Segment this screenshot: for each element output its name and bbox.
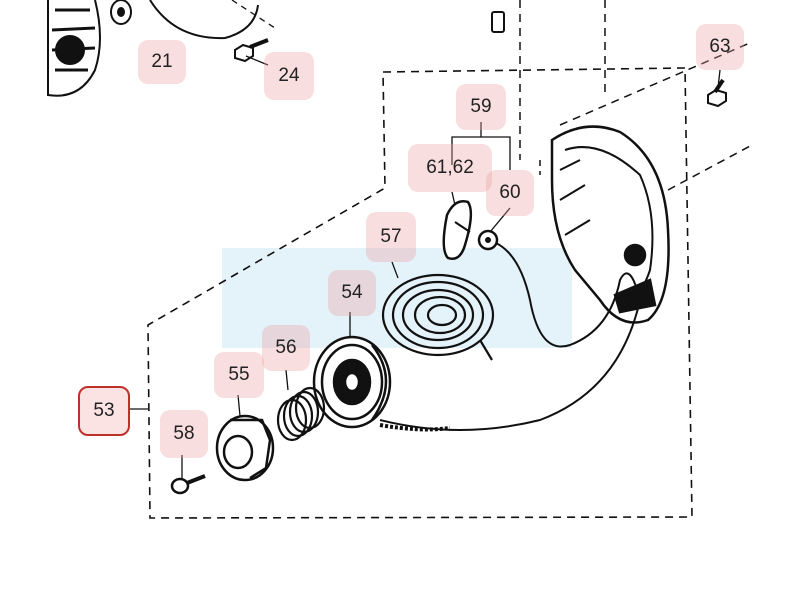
starter-housing [550,125,670,324]
watermark [222,248,572,348]
flywheel-fragment [47,0,101,97]
ratchet [215,414,275,482]
right-dashed-line [559,41,753,126]
callout-59[interactable]: 59 [456,84,506,130]
rope-pulley [312,335,392,429]
callout-61-62[interactable]: 61,62 [408,144,492,192]
recoil-spring [381,273,495,361]
nut-part [491,11,505,33]
washer-21 [110,0,132,25]
right-dashed-line [667,144,753,191]
leader-line [231,0,279,31]
callout-57[interactable]: 57 [366,212,416,262]
screw-58 [170,474,206,495]
rope-grip [477,229,499,251]
callout-21[interactable]: 21 [138,40,186,84]
callout-63[interactable]: 63 [696,24,744,70]
callout-24[interactable]: 24 [264,52,314,100]
housing-fragment [149,0,259,40]
callout-54[interactable]: 54 [328,270,376,316]
callout-60[interactable]: 60 [486,170,534,216]
callout-leaders [128,55,721,478]
screw-63 [707,78,727,108]
starter-rope [379,242,642,431]
assembly-boundary [147,67,693,519]
callout-58[interactable]: 58 [160,410,208,458]
starter-handle [442,200,473,260]
rope-wrap [379,423,451,432]
callout-53-selected[interactable]: 53 [78,386,130,436]
callout-55[interactable]: 55 [214,352,264,398]
coil-spring [276,386,326,442]
callout-56[interactable]: 56 [262,325,310,371]
